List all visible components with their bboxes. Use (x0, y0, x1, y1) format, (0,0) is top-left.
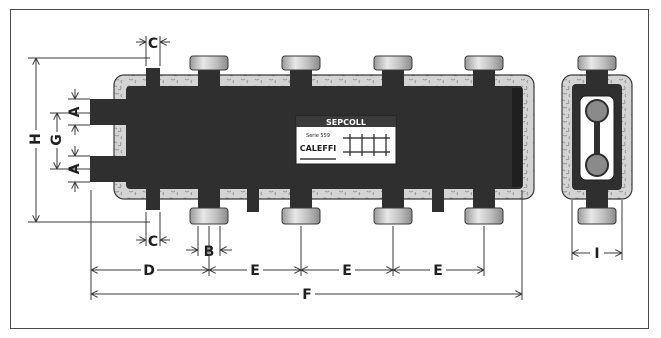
dim-label-i: I (594, 246, 599, 262)
dim-label-e1: E (250, 263, 260, 279)
side-bottom-stub (586, 188, 608, 208)
top-fittings (189, 55, 504, 71)
nameplate: SEPCOLL Serie 559 CALEFFI (295, 115, 397, 165)
dim-label-a-top: A (67, 106, 83, 117)
dim-label-c-bottom: C (148, 234, 158, 250)
nameplate-series: Serie 559 (306, 133, 330, 139)
side-bottom-fitting (577, 207, 617, 225)
bottom-fittings (189, 207, 504, 225)
dim-label-f: F (302, 287, 312, 303)
side-port-link (594, 121, 600, 155)
nameplate-brand: CALEFFI (300, 144, 337, 153)
dim-label-g: G (49, 134, 65, 146)
bottom-outlets (146, 188, 495, 212)
dim-label-d: D (143, 263, 155, 279)
dim-label-b: B (204, 244, 215, 260)
inlet-pipe-top (90, 99, 128, 125)
collector-end-cap (512, 88, 522, 187)
dim-label-c-top: C (148, 36, 158, 52)
nameplate-brand-top: SEPCOLL (326, 118, 366, 127)
dimension-labels: H G A A C C B D E E E F I (28, 36, 604, 303)
side-top-fitting (577, 55, 617, 71)
dim-label-h: H (28, 133, 44, 145)
side-top-stub (586, 66, 608, 86)
side-port-bottom (585, 153, 609, 177)
dim-label-a-bottom: A (67, 163, 83, 174)
inlet-pipe-bottom (90, 156, 128, 182)
side-port-top (585, 99, 609, 123)
dim-label-e2: E (342, 263, 352, 279)
dim-label-e3: E (433, 263, 443, 279)
nameplate-schematic-icon (343, 134, 390, 156)
top-outlets (146, 66, 495, 88)
